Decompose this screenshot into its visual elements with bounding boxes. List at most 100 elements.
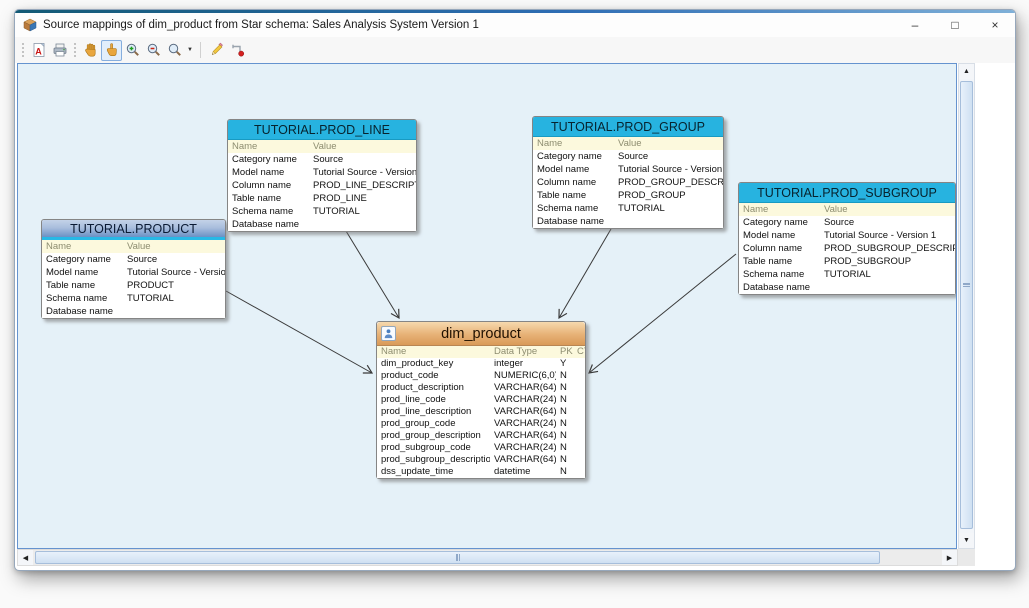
- pan-hand-button[interactable]: [80, 40, 101, 61]
- table-cell: Category name: [743, 217, 808, 228]
- table-cell: Source: [127, 254, 158, 265]
- entity-title-bar[interactable]: dim_product: [377, 322, 585, 346]
- table-cell: Category name: [537, 151, 602, 162]
- title-bar[interactable]: Source mappings of dim_product from Star…: [15, 13, 1015, 37]
- table-cell: prod_line_description: [381, 406, 472, 417]
- vertical-scrollbar-thumb[interactable]: [960, 81, 973, 529]
- table-cell: N: [560, 406, 567, 417]
- table-cell: Name: [743, 204, 769, 215]
- table-cell: VARCHAR(24): [494, 418, 556, 429]
- person-icon: [381, 326, 396, 341]
- entity-title: dim_product: [441, 325, 521, 342]
- toolbar-grip: [74, 43, 76, 57]
- table-cell: [573, 442, 585, 454]
- table-cell: CT: [577, 346, 585, 357]
- table-cell: prod_subgroup_code: [381, 442, 471, 453]
- zoom-in-button[interactable]: [122, 40, 143, 61]
- table-cell: Value: [313, 141, 337, 152]
- print-button[interactable]: [49, 40, 70, 61]
- minimize-button[interactable]: –: [911, 18, 919, 32]
- select-pointer-button[interactable]: [101, 39, 122, 61]
- zoom-out-button[interactable]: [143, 40, 164, 61]
- table-cell: N: [560, 442, 567, 453]
- table-cell: N: [560, 430, 567, 441]
- table-cell: [573, 430, 585, 442]
- table-cell: N: [560, 466, 567, 477]
- entity-title[interactable]: TUTORIAL.PRODUCT: [42, 220, 225, 240]
- entity-title[interactable]: TUTORIAL.PROD_SUBGROUP: [739, 183, 955, 203]
- mapping-trace-button[interactable]: [227, 40, 248, 61]
- table-cell: product_code: [381, 370, 439, 381]
- zoom-button[interactable]: [164, 40, 185, 61]
- edit-pencil-button[interactable]: [206, 40, 227, 61]
- table-cell: [614, 215, 723, 228]
- arrow-product-to-dim-product: [225, 290, 374, 374]
- table-cell: PK: [560, 346, 573, 357]
- scroll-down-button[interactable]: ▼: [959, 533, 974, 548]
- table-cell: Model name: [743, 230, 796, 241]
- svg-text:A: A: [35, 47, 42, 57]
- table-cell: TUTORIAL: [618, 203, 665, 214]
- table-cell: Schema name: [232, 206, 294, 217]
- table-cell: Data Type: [494, 346, 538, 357]
- table-cell: TUTORIAL: [127, 293, 174, 304]
- table-cell: Source: [618, 151, 649, 162]
- table-cell: [573, 406, 585, 418]
- scroll-left-button[interactable]: ◀: [18, 550, 33, 565]
- table-cell: dim_product_key: [381, 358, 454, 369]
- table-cell: Model name: [46, 267, 99, 278]
- table-cell: Name: [46, 241, 72, 252]
- entity-title[interactable]: TUTORIAL.PROD_GROUP: [533, 117, 723, 137]
- zoom-dropdown-caret[interactable]: ▼: [187, 47, 193, 53]
- table-cell: Schema name: [537, 203, 599, 214]
- vertical-scrollbar[interactable]: ▲ ▼: [958, 63, 975, 549]
- horizontal-scrollbar[interactable]: ◀ ▶: [17, 549, 958, 566]
- table-cell: Category name: [46, 254, 111, 265]
- scrollbar-grip: [963, 282, 970, 287]
- close-button[interactable]: ×: [991, 18, 999, 32]
- horizontal-scrollbar-thumb[interactable]: [35, 551, 880, 564]
- pan-hand-icon: [84, 43, 95, 57]
- entity-title[interactable]: TUTORIAL.PROD_LINE: [228, 120, 416, 140]
- table-cell: Source: [313, 154, 344, 165]
- maximize-button[interactable]: □: [951, 18, 959, 32]
- table-cell: [573, 466, 585, 478]
- scrollbar-corner: [958, 549, 975, 566]
- table-cell: product_description: [381, 382, 464, 393]
- table-cell: Tutorial Source - Version 1: [824, 230, 937, 241]
- table-cell: [573, 454, 585, 466]
- toolbar-separator: [200, 42, 201, 58]
- table-cell: Table name: [743, 256, 793, 267]
- table-cell: VARCHAR(64): [494, 454, 556, 465]
- table-cell: [123, 305, 225, 318]
- table-cell: N: [560, 382, 567, 393]
- scroll-up-button[interactable]: ▲: [959, 64, 974, 79]
- window-title: Source mappings of dim_product from Star…: [43, 19, 479, 31]
- select-pointer-icon: [106, 43, 117, 56]
- report-document-button[interactable]: A: [28, 40, 49, 61]
- scroll-right-button[interactable]: ▶: [942, 550, 957, 565]
- mapping-trace-icon: [231, 44, 244, 57]
- report-document-icon: A: [33, 43, 44, 57]
